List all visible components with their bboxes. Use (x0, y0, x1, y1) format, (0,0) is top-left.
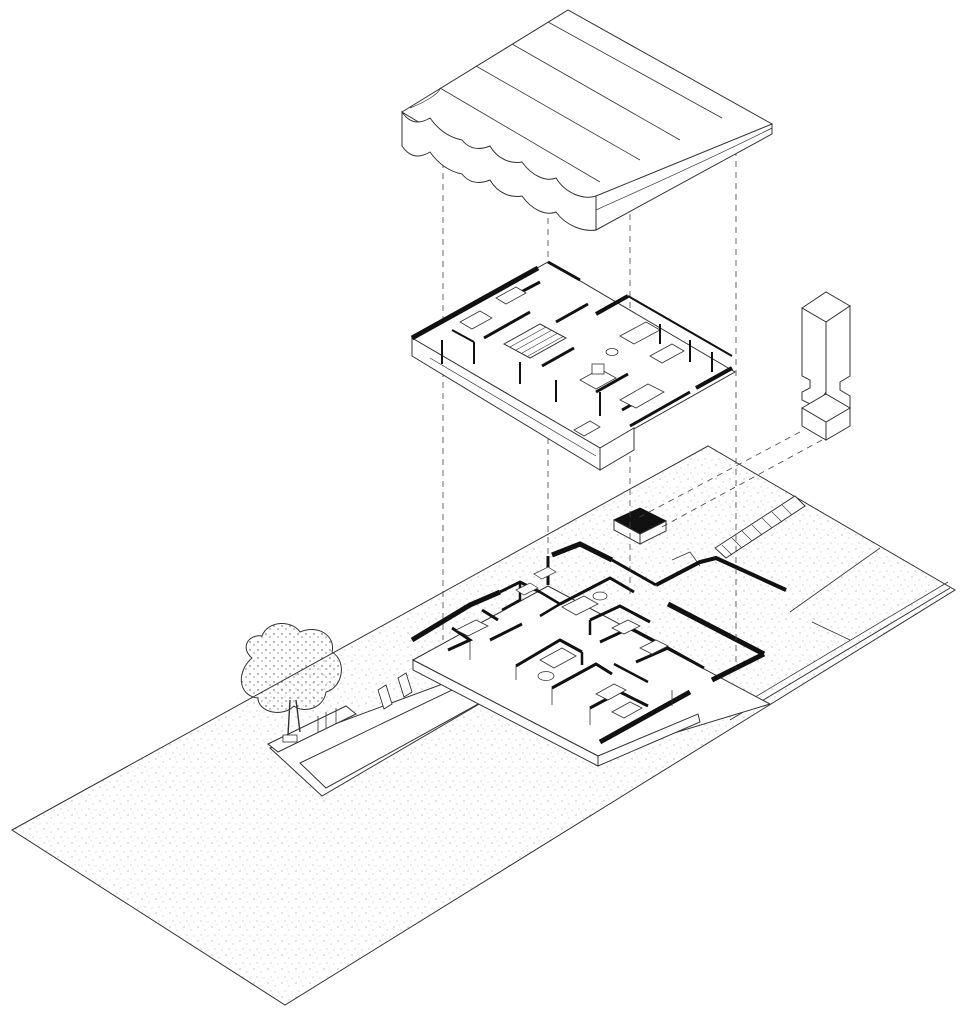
outdoor-bench (267, 705, 357, 753)
site-ground (11, 445, 956, 1006)
upper-floor (410, 260, 737, 471)
roof (401, 9, 773, 231)
lounge-chairs (377, 672, 413, 710)
tree (240, 623, 342, 736)
water-tower (801, 291, 851, 441)
ground-floor (410, 541, 787, 767)
entry-ramp (671, 495, 806, 567)
skylight-cube (612, 507, 668, 545)
